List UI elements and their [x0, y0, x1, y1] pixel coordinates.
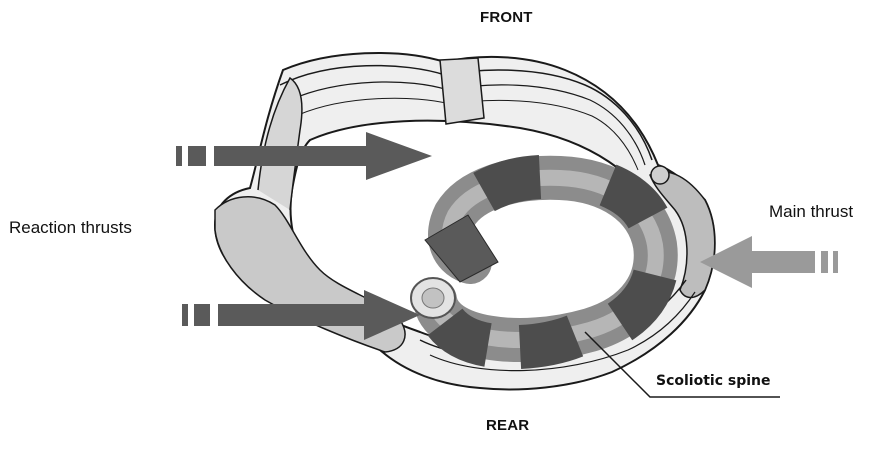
brace-front-pad: [440, 58, 484, 124]
main-arrow: [700, 236, 838, 288]
reaction-arrow-top-dash-1: [176, 146, 182, 166]
spine-segment-dark-2: [520, 336, 575, 347]
scoliotic-spine-label: Scoliotic spine: [656, 373, 771, 389]
front-label: FRONT: [480, 9, 533, 26]
spine-top-cap-inner: [422, 288, 444, 308]
main-arrow-shaft: [750, 251, 815, 273]
brace-right-knob: [651, 166, 669, 184]
reaction-arrow-bottom-shaft: [218, 304, 368, 326]
rear-label: REAR: [486, 417, 529, 434]
spine-segment-dark-5: [484, 177, 540, 192]
spine-segment-dark-1: [445, 322, 488, 345]
reaction-thrusts-label: Reaction thrusts: [9, 218, 132, 238]
reaction-arrow-top-dash-2: [188, 146, 206, 166]
reaction-arrow-top-shaft: [214, 146, 369, 166]
main-arrow-dash-1: [821, 251, 828, 273]
main-thrust-label: Main thrust: [769, 202, 853, 222]
reaction-arrow-bottom-dash-2: [194, 304, 210, 326]
reaction-arrow-bottom-dash-1: [182, 304, 188, 326]
main-arrow-dash-2: [833, 251, 838, 273]
